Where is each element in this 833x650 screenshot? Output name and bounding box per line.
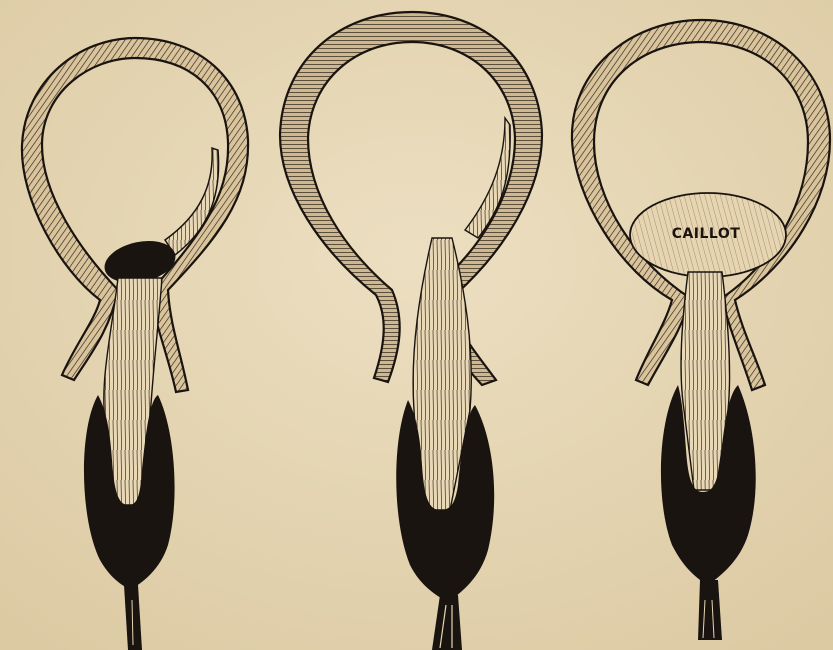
clot-label: CAILLOT <box>672 226 741 242</box>
tail-right <box>698 580 722 640</box>
